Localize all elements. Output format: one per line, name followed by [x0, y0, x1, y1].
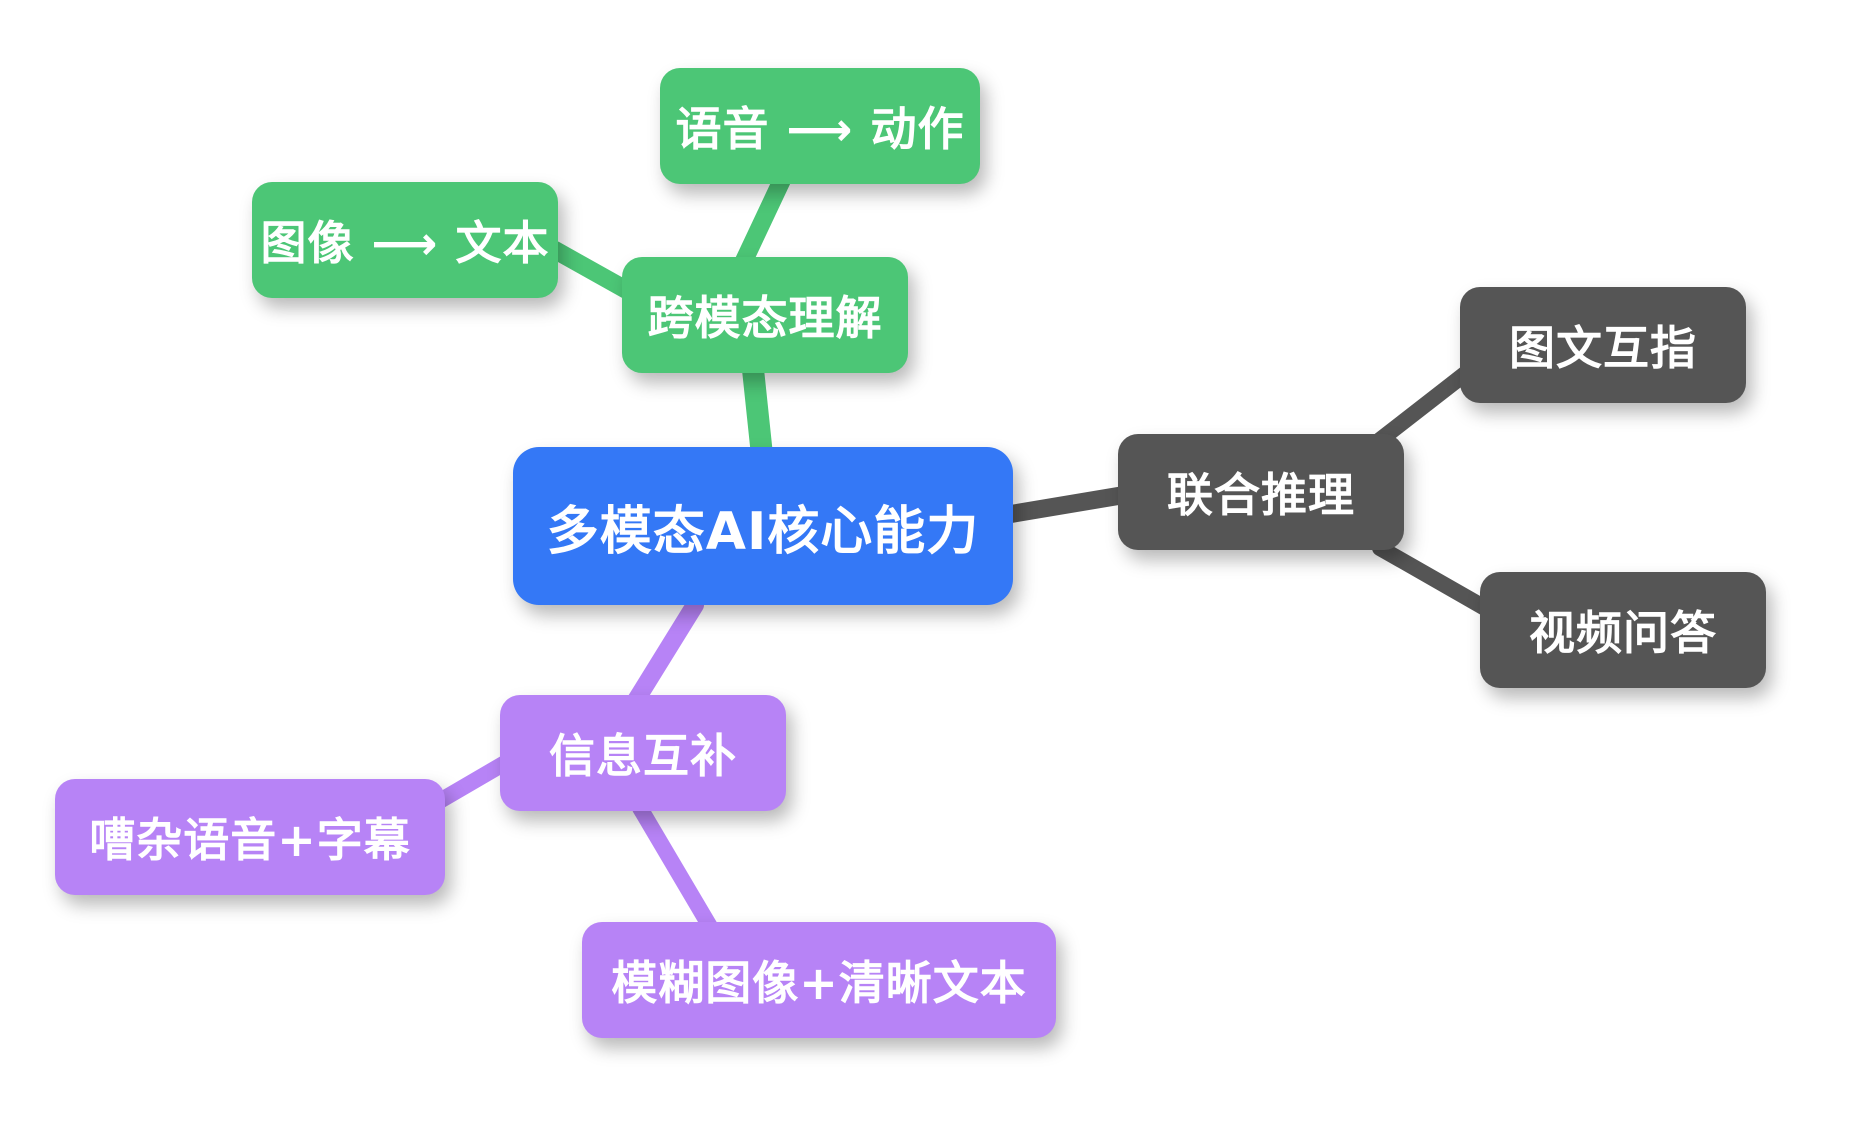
connector-joint-reasoning-image-text-ref [1372, 362, 1478, 448]
branch-node-image-text-reference[interactable]: 图文互指 [1460, 287, 1746, 403]
connector-root-cross-modal [741, 349, 773, 466]
root-node[interactable]: 多模态AI核心能力 [513, 447, 1013, 605]
node-label: 视频问答 [1529, 606, 1717, 660]
branch-node-image-to-text[interactable]: 图像 ⟶ 文本 [252, 182, 558, 298]
branch-node-complementary[interactable]: 信息互补 [500, 695, 786, 811]
branch-node-cross-modal[interactable]: 跨模态理解 [622, 257, 908, 373]
connector-joint-reasoning-video-qa [1372, 540, 1493, 616]
node-label: 跨模态理解 [647, 291, 883, 345]
node-label: 信息互补 [549, 729, 737, 783]
node-label: 图像 ⟶ 文本 [260, 216, 550, 270]
branch-node-joint-reasoning[interactable]: 联合推理 [1118, 434, 1404, 550]
node-label: 多模态AI核心能力 [546, 501, 980, 562]
connector-complementary-noisy-speech [430, 752, 518, 810]
connector-root-complementary [621, 596, 704, 719]
connector-complementary-blurry-image [632, 800, 723, 943]
branch-node-video-qa[interactable]: 视频问答 [1480, 572, 1766, 688]
node-label: 嘈杂语音+字幕 [89, 813, 411, 867]
connector-cross-modal-image-text [546, 241, 639, 301]
node-label: 语音 ⟶ 动作 [675, 102, 965, 156]
node-label: 图文互指 [1509, 321, 1697, 375]
branch-node-noisy-speech-subtitles[interactable]: 嘈杂语音+字幕 [55, 779, 445, 895]
connector-root-joint-reasoning [996, 485, 1139, 524]
node-label: 联合推理 [1167, 468, 1355, 522]
branch-node-blurry-image-clear-text[interactable]: 模糊图像+清晰文本 [582, 922, 1056, 1038]
connector-cross-modal-speech-action [733, 171, 791, 274]
branch-node-speech-to-action[interactable]: 语音 ⟶ 动作 [660, 68, 980, 184]
node-label: 模糊图像+清晰文本 [611, 956, 1027, 1010]
